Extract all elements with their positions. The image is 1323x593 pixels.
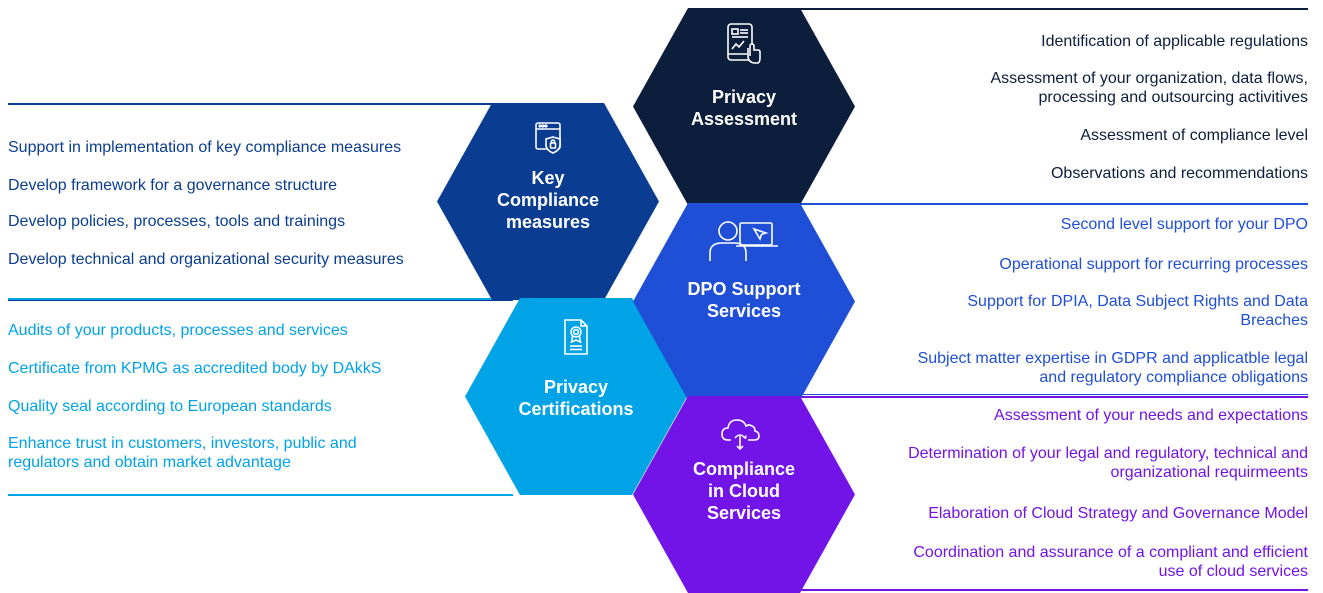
dpo-support-list: Second level support for your DPO Operat…	[805, 0, 1308, 400]
list-item: Certificate from KPMG as accredited body…	[8, 360, 382, 377]
privacy-certifications-rule	[8, 298, 513, 300]
browser-lock-icon	[535, 122, 561, 154]
hexagon-shape	[633, 203, 855, 400]
list-item: Assessment of your needs and expectation…	[994, 407, 1308, 424]
hex-cloud-services[interactable]: Compliance in Cloud Services	[633, 396, 855, 593]
privacy-assessment-rule	[795, 8, 1308, 10]
hexagon-shape	[465, 298, 687, 495]
list-item: Develop technical and organizational sec…	[8, 251, 404, 268]
list-item: Assessment of compliance level	[1080, 127, 1308, 144]
list-item: Determination of your legal and regulato…	[908, 445, 1308, 481]
list-item: Operational support for recurring proces…	[999, 256, 1308, 273]
hexagon-shape	[633, 8, 855, 205]
cloud-services-title: Compliance in Cloud Services	[692, 459, 796, 523]
hex-key-compliance[interactable]: Key Compliance measures	[437, 103, 659, 300]
list-item: Second level support for your DPO	[1060, 216, 1308, 233]
key-compliance-rule	[8, 103, 513, 105]
hexagon-shape	[437, 103, 659, 300]
person-laptop-icon	[709, 221, 778, 261]
privacy-certifications-title: Privacy Certifications	[518, 377, 634, 419]
list-item: Assessment of your organization, data fl…	[990, 70, 1309, 106]
list-item: Develop framework for a governance struc…	[8, 177, 338, 194]
cloud-icon	[721, 419, 760, 451]
list-item: Audits of your products, processes and s…	[8, 322, 348, 339]
list-item: Subject matter expertise in GDPR and app…	[917, 350, 1308, 386]
list-item: Elaboration of Cloud Strategy and Govern…	[928, 505, 1308, 522]
list-item: Coordination and assurance of a complian…	[913, 544, 1308, 580]
key-compliance-bottom-rule	[8, 300, 513, 301]
privacy-assessment-list: Identification of applicable regulations…	[805, 0, 1309, 200]
list-item: Support for DPIA, Data Subject Rights an…	[967, 293, 1308, 329]
cloud-services-list: Assessment of your needs and expectation…	[805, 0, 1308, 592]
cloud-services-rule	[795, 396, 1308, 398]
key-compliance-list: Support in implementation of key complia…	[8, 0, 488, 300]
certificate-icon	[564, 319, 588, 355]
privacy-certifications-bottom-rule	[8, 494, 513, 496]
list-item: Develop policies, processes, tools and t…	[8, 213, 346, 230]
list-item: Enhance trust in customers, investors, p…	[8, 435, 357, 471]
hex-privacy-assessment[interactable]: Privacy Assessment	[633, 8, 855, 205]
list-item: Quality seal according to European stand…	[8, 398, 332, 415]
key-compliance-title: Key Compliance measures	[496, 168, 600, 232]
hex-privacy-certifications[interactable]: Privacy Certifications	[465, 298, 687, 495]
dpo-support-rule	[795, 203, 1308, 205]
list-item: Observations and recommendations	[1050, 165, 1308, 182]
tablet-chart-icon	[727, 23, 761, 64]
cloud-services-bottom-rule	[795, 589, 1308, 591]
hex-dpo-support[interactable]: DPO Support Services	[633, 203, 855, 400]
dpo-support-title: DPO Support Services	[687, 279, 801, 321]
hexagon-shape	[633, 396, 855, 593]
list-item: Support in implementation of key complia…	[8, 139, 402, 156]
privacy-certifications-list: Audits of your products, processes and s…	[8, 0, 488, 500]
dpo-support-bottom-rule	[795, 394, 1308, 395]
privacy-assessment-title: Privacy Assessment	[690, 87, 798, 129]
list-item: Identification of applicable regulations	[1041, 33, 1308, 50]
